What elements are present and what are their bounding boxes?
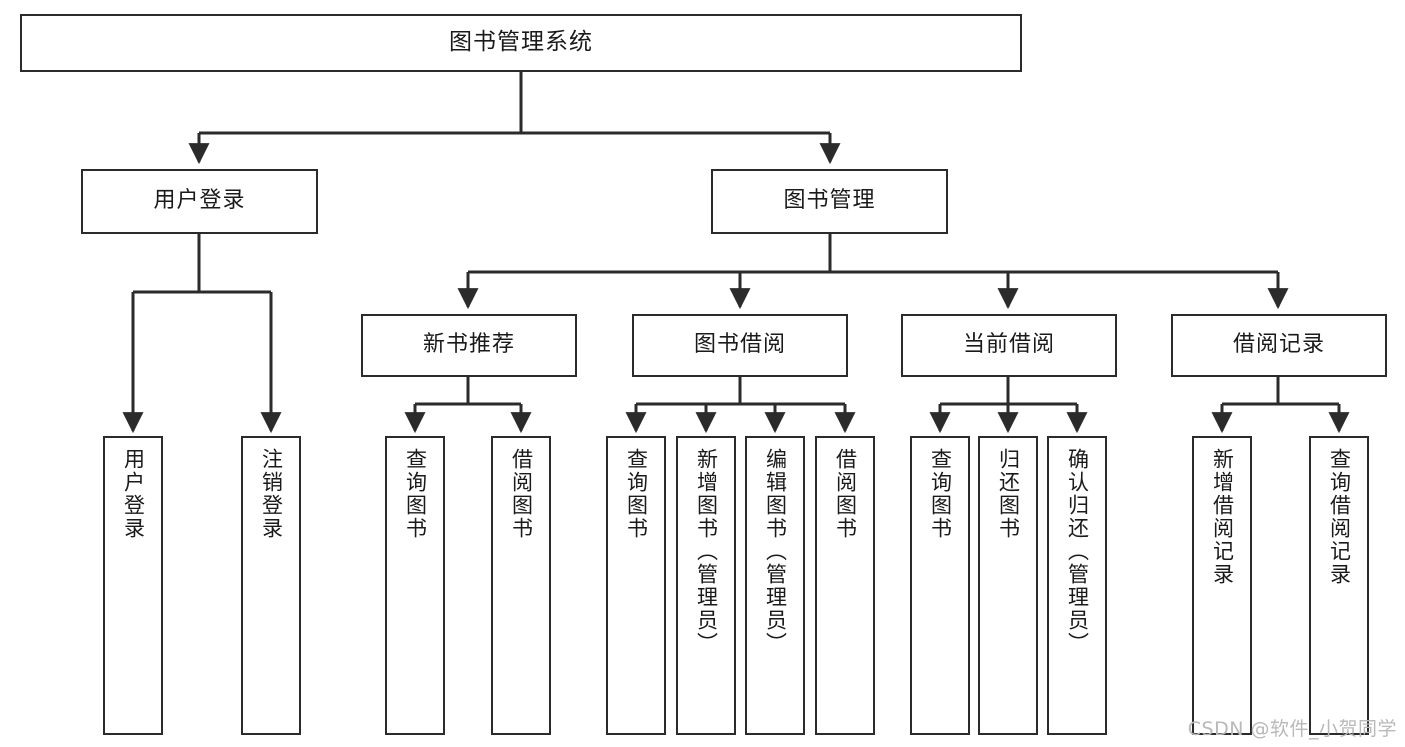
node-leaf-confirm-return[interactable]: 确认归还（管理员） (1047, 436, 1107, 735)
node-leaf-add-record-label: 新增借阅记录 (1210, 448, 1235, 586)
node-root[interactable]: 图书管理系统 (20, 14, 1022, 72)
node-leaf-add-record[interactable]: 新增借阅记录 (1192, 436, 1252, 735)
node-leaf-return-book-label: 归还图书 (996, 448, 1021, 540)
node-leaf-confirm-return-label: 确认归还（管理员） (1065, 448, 1090, 655)
node-current-borrow-label: 当前借阅 (962, 332, 1055, 358)
node-leaf-borrow-book-2-label: 借阅图书 (833, 448, 858, 540)
node-book-borrow-label: 图书借阅 (693, 332, 786, 358)
node-leaf-logout[interactable]: 注销登录 (241, 436, 301, 735)
node-leaf-query-book-3[interactable]: 查询图书 (910, 436, 970, 735)
node-current-borrow[interactable]: 当前借阅 (901, 314, 1117, 377)
node-borrow-record-label: 借阅记录 (1232, 332, 1325, 358)
node-book-borrow[interactable]: 图书借阅 (632, 314, 848, 377)
node-leaf-add-book-label: 新增图书（管理员） (694, 448, 719, 655)
node-user-login[interactable]: 用户登录 (81, 169, 318, 234)
node-leaf-logout-label: 注销登录 (259, 448, 284, 540)
node-leaf-query-book-1-label: 查询图书 (403, 448, 428, 540)
node-leaf-user-login[interactable]: 用户登录 (103, 436, 163, 735)
node-leaf-borrow-book-1-label: 借阅图书 (509, 448, 534, 540)
node-leaf-borrow-book-2[interactable]: 借阅图书 (815, 436, 875, 735)
node-leaf-query-book-1[interactable]: 查询图书 (385, 436, 445, 735)
node-new-book-rec-label: 新书推荐 (422, 332, 515, 358)
node-leaf-user-login-label: 用户登录 (121, 448, 146, 540)
node-new-book-rec[interactable]: 新书推荐 (361, 314, 577, 377)
node-user-login-label: 用户登录 (153, 188, 246, 214)
node-leaf-query-book-2-label: 查询图书 (624, 448, 649, 540)
node-leaf-query-book-3-label: 查询图书 (928, 448, 953, 540)
watermark: CSDN @软件_小贺同学 (1187, 718, 1397, 740)
node-root-label: 图书管理系统 (449, 29, 593, 56)
node-leaf-return-book[interactable]: 归还图书 (978, 436, 1038, 735)
node-leaf-query-record-label: 查询借阅记录 (1327, 448, 1352, 586)
node-leaf-add-book[interactable]: 新增图书（管理员） (676, 436, 736, 735)
node-book-manage-label: 图书管理 (783, 188, 876, 214)
node-book-manage[interactable]: 图书管理 (711, 169, 948, 234)
node-leaf-borrow-book-1[interactable]: 借阅图书 (491, 436, 551, 735)
node-leaf-query-book-2[interactable]: 查询图书 (606, 436, 666, 735)
node-leaf-query-record[interactable]: 查询借阅记录 (1309, 436, 1369, 735)
node-borrow-record[interactable]: 借阅记录 (1171, 314, 1387, 377)
node-leaf-edit-book-label: 编辑图书（管理员） (763, 448, 788, 655)
node-leaf-edit-book[interactable]: 编辑图书（管理员） (745, 436, 805, 735)
